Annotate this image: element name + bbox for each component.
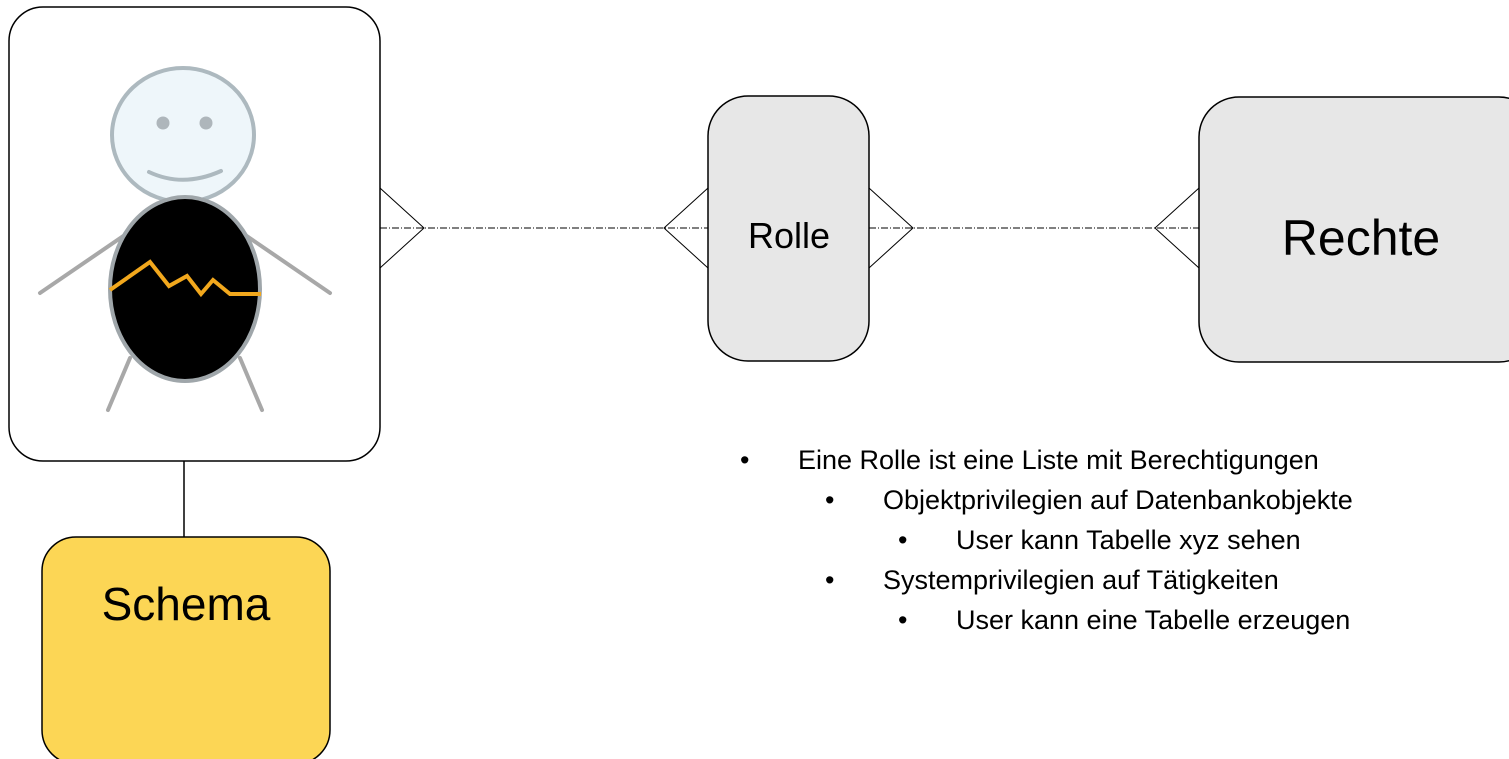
bullet-item: Eine Rolle ist eine Liste mit Berechtigu… — [740, 440, 1509, 480]
rechte-label: Rechte — [1281, 210, 1441, 266]
torso — [108, 195, 262, 383]
left-arm — [38, 226, 137, 295]
right-eye — [199, 116, 213, 130]
left-eye — [156, 116, 170, 130]
rechte-box[interactable] — [1198, 96, 1509, 363]
rolle-label: Rolle — [747, 215, 831, 256]
right-leg — [238, 356, 264, 412]
smile — [147, 169, 223, 182]
heartbeat-icon — [108, 259, 261, 298]
description-list: Eine Rolle ist eine Liste mit Berechtigu… — [740, 440, 1509, 640]
connector-rolle-rechte — [868, 187, 1200, 269]
head — [110, 66, 256, 204]
crowfoot-rechte — [1154, 187, 1200, 269]
connector-user-rolle — [379, 187, 709, 269]
bullet-item: Systemprivilegien auf Tätigkeiten — [740, 560, 1509, 600]
right-arm — [233, 226, 332, 295]
schema-box[interactable] — [41, 536, 331, 759]
schema-label: Schema — [101, 578, 271, 630]
left-leg — [106, 356, 132, 412]
bullet-item: User kann Tabelle xyz sehen — [740, 520, 1509, 560]
crowfoot-user — [379, 187, 425, 269]
user-figure-icon — [38, 66, 332, 412]
bullet-item: Objektprivilegien auf Datenbankobjekte — [740, 480, 1509, 520]
crowfoot-rolle-right — [868, 187, 914, 269]
crowfoot-rolle-left — [663, 187, 709, 269]
bullet-item: User kann eine Tabelle erzeugen — [740, 600, 1509, 640]
